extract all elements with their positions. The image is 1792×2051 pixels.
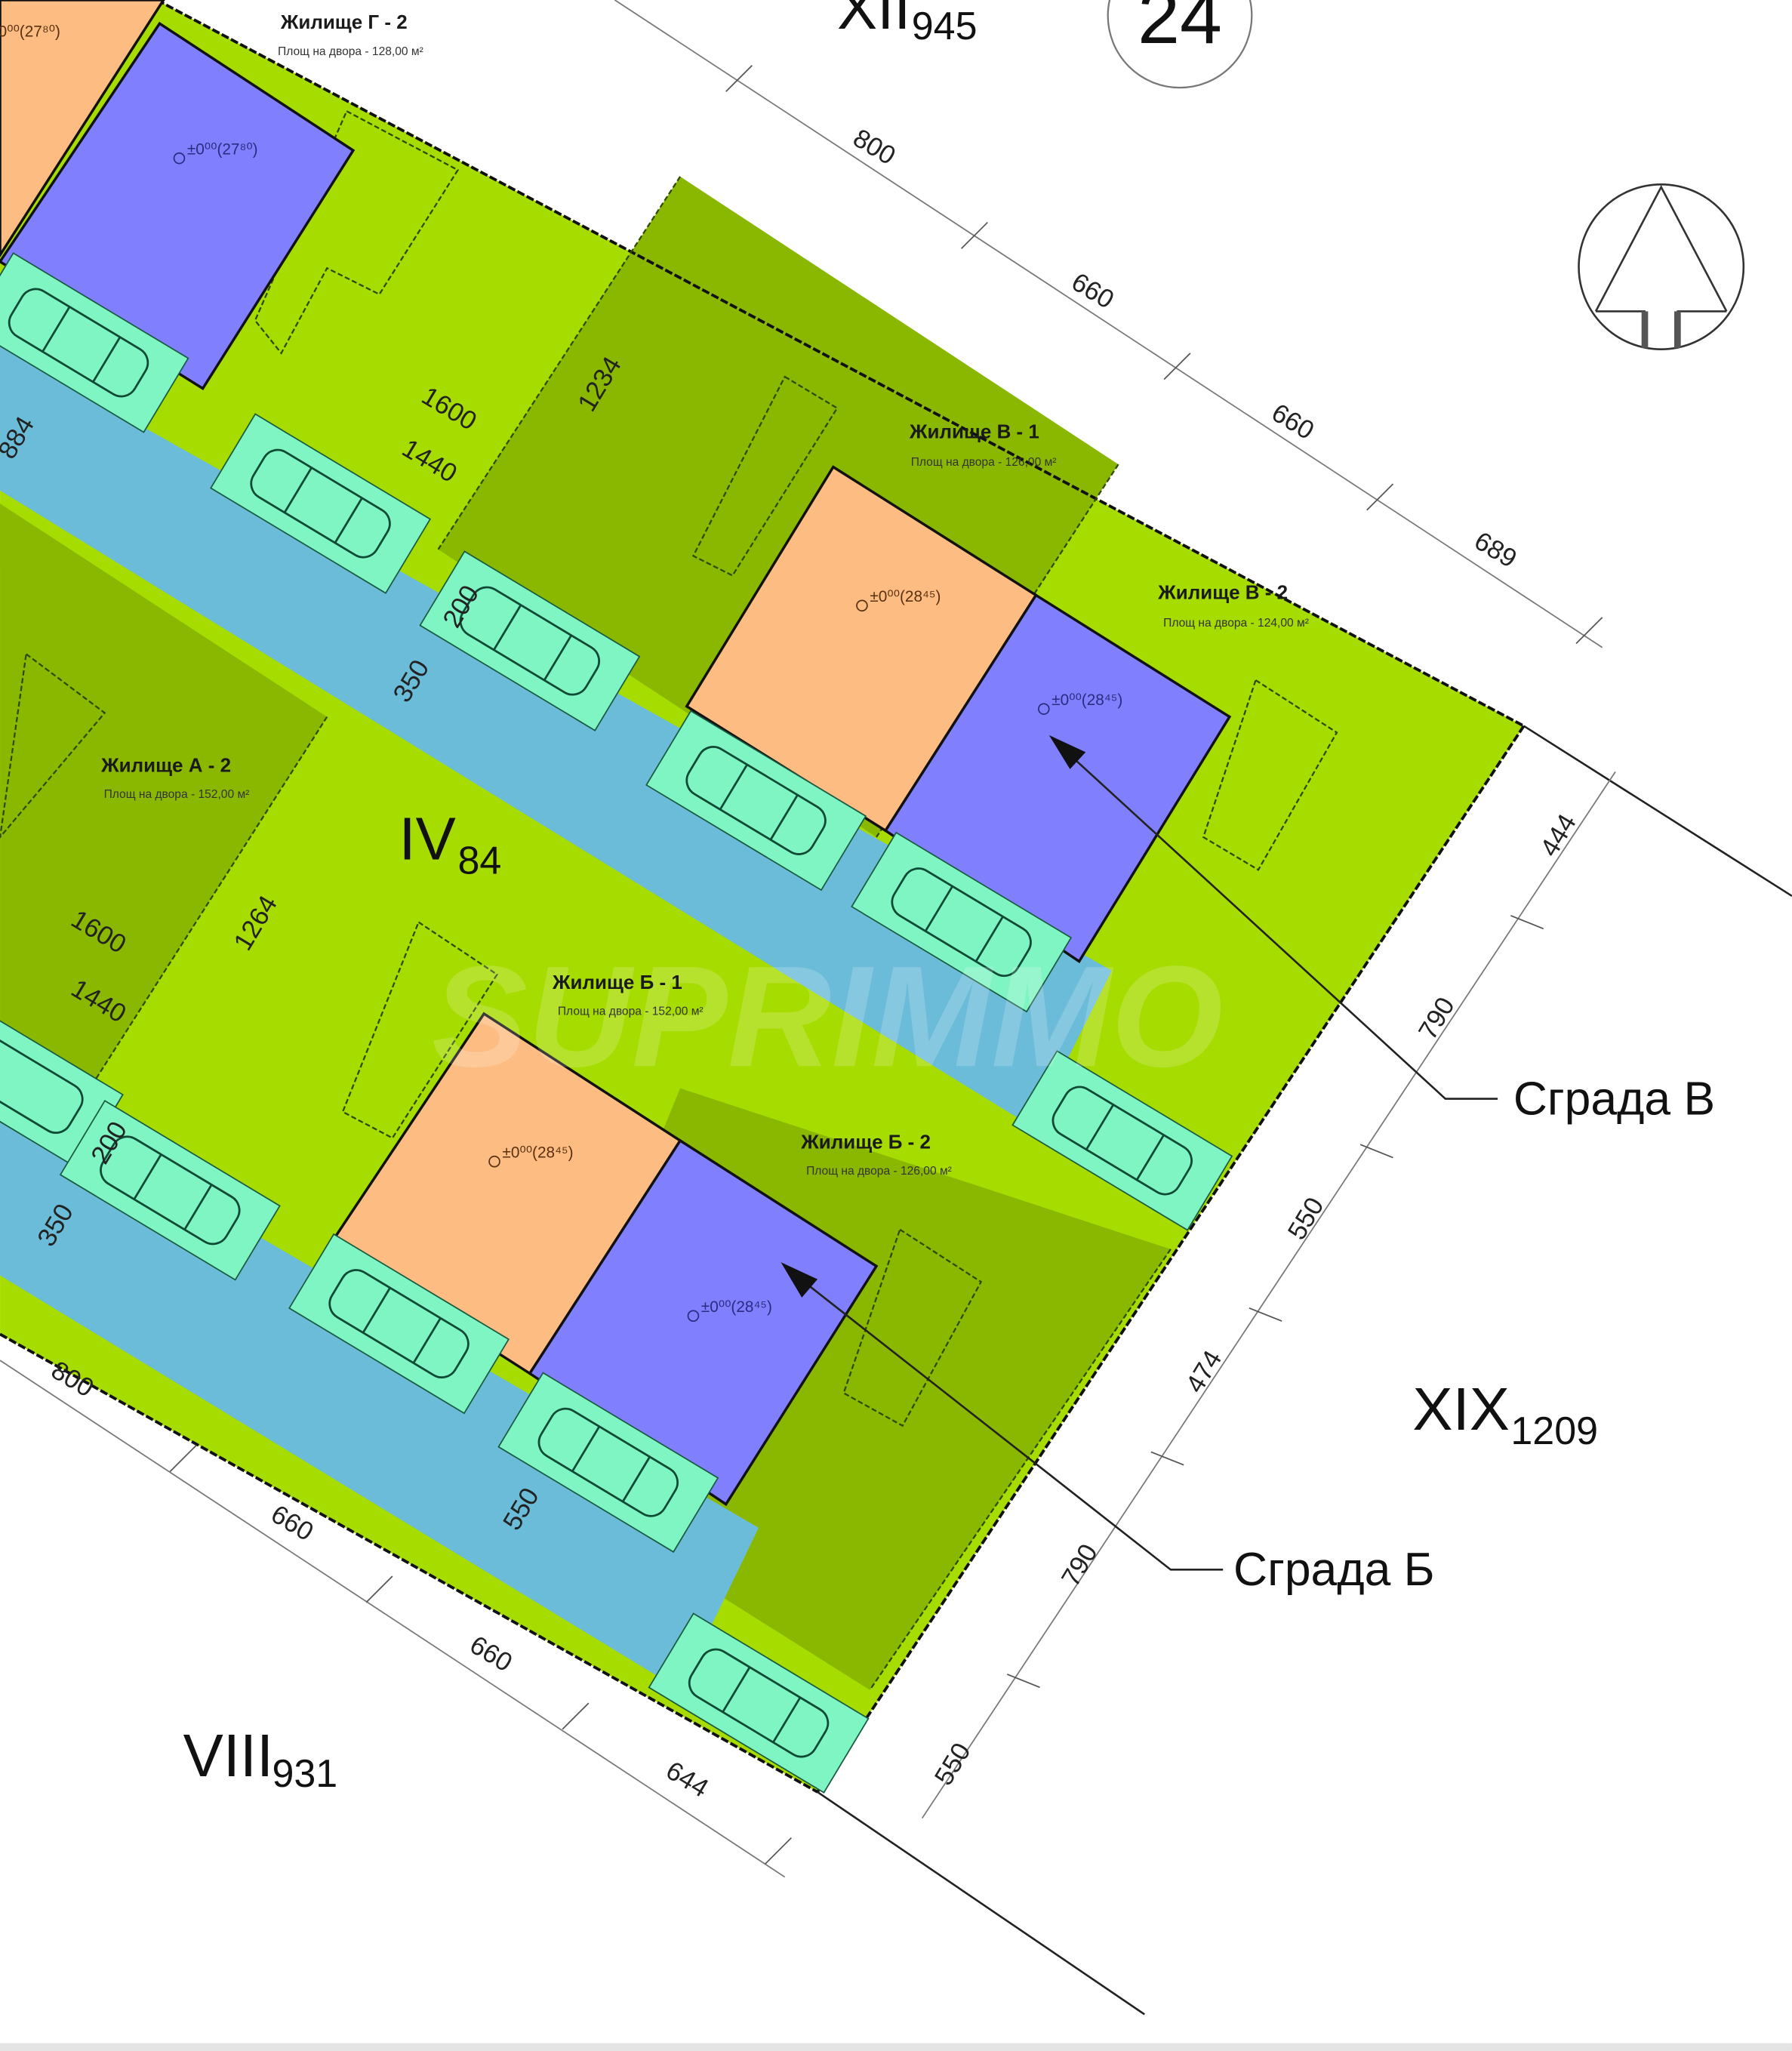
- arrowhead-icon: [781, 1262, 818, 1298]
- building-label-v: Сграда В: [1513, 1073, 1715, 1125]
- svg-text:XIX: XIX: [1412, 1375, 1509, 1443]
- building-g2-purple: [0, 21, 356, 391]
- svg-text:84: 84: [458, 839, 502, 882]
- elevation-mark: ±0⁰⁰(28⁴⁵): [856, 588, 941, 612]
- plot-divider: [91, 716, 328, 1086]
- svg-text:±0⁰⁰(28⁴⁵): ±0⁰⁰(28⁴⁵): [502, 1144, 573, 1162]
- svg-text:IV: IV: [399, 805, 456, 872]
- plot-label-iv: IV 84: [399, 805, 502, 882]
- house-label-g2: Жилище Г - 2: [280, 11, 408, 33]
- parking-spot: [210, 413, 432, 594]
- house-area-a2: Площ на двора - 152,00 м²: [104, 788, 250, 801]
- building-v2-purple: [883, 593, 1232, 964]
- house-label-b1: Жилище Б - 1: [552, 971, 682, 993]
- svg-text:±0⁰⁰(27⁸⁰): ±0⁰⁰(27⁸⁰): [187, 140, 258, 158]
- svg-text:24: 24: [1138, 0, 1222, 60]
- leader-line-b: [787, 1267, 1224, 1571]
- building-label-b: Сграда Б: [1233, 1544, 1435, 1596]
- leader-line-v: [1056, 742, 1498, 1100]
- parking-spot: [648, 1612, 870, 1794]
- svg-text:945: 945: [912, 5, 978, 48]
- plot-label-viii: VIII 931: [183, 1722, 338, 1796]
- plot-divider: [869, 1249, 1172, 1691]
- plot-a2-yard: [0, 504, 328, 1086]
- parking-spot: [59, 1100, 281, 1281]
- dimension-line-right: [921, 771, 1616, 1819]
- parking-spots: [0, 252, 1233, 1794]
- parking-spot: [419, 550, 641, 731]
- house-label-b2: Жилище Б - 2: [800, 1130, 931, 1153]
- svg-text:±0⁰⁰(28⁴⁵): ±0⁰⁰(28⁴⁵): [701, 1298, 772, 1316]
- svg-text:VIII: VIII: [183, 1722, 274, 1789]
- arrowhead-icon: [1048, 734, 1086, 769]
- parking-spot: [645, 710, 867, 892]
- house-area-b2: Площ на двора - 126,00 м²: [806, 1165, 952, 1178]
- dimension-line-bottom: [0, 1360, 786, 1878]
- yard-outline: [254, 109, 460, 355]
- elevation-mark: ±0⁰⁰(28⁴⁵): [488, 1144, 574, 1168]
- plot-label-xii: XII 945: [837, 0, 977, 48]
- parking-spot: [851, 831, 1073, 1013]
- elevation-mark: ±0⁰⁰(27⁸⁰): [173, 140, 258, 165]
- neighbor-boundary-right: [1523, 725, 1792, 898]
- svg-text:±0⁰⁰(28⁴⁵): ±0⁰⁰(28⁴⁵): [1051, 691, 1122, 709]
- block-number: 24: [1107, 0, 1253, 89]
- parking-spot: [288, 1233, 510, 1415]
- house-area-b1: Площ на двора - 152,00 м²: [558, 1005, 704, 1018]
- dimension-line-top: [614, 0, 1603, 648]
- house-label-a2: Жилище А - 2: [100, 753, 231, 776]
- svg-text:XII: XII: [837, 0, 910, 42]
- neighbor-boundary-bottom: [817, 1791, 1145, 2016]
- svg-text:1209: 1209: [1510, 1409, 1598, 1453]
- house-area-g2: Площ на двора - 128,00 м²: [278, 45, 423, 58]
- svg-text:931: 931: [272, 1752, 337, 1796]
- parking-spot: [497, 1372, 719, 1554]
- lot-boundary-right: [816, 725, 1526, 1793]
- plot-divider: [437, 176, 682, 550]
- elevation-mark: ±0⁰⁰(28⁴⁵): [1038, 691, 1122, 715]
- building-b2-purple: [528, 1138, 879, 1507]
- house-area-v2: Площ на двора - 124,00 м²: [1163, 617, 1309, 630]
- svg-text:±0⁰⁰(28⁴⁵): ±0⁰⁰(28⁴⁵): [870, 588, 941, 605]
- yard-outline: [0, 652, 106, 839]
- bottom-bar: [0, 2043, 1792, 2051]
- plot-label-xix: XIX 1209: [1412, 1375, 1598, 1453]
- house-label-v1: Жилище В - 1: [909, 420, 1039, 442]
- elevation-mark: ±0⁰⁰(28⁴⁵): [687, 1298, 772, 1322]
- yard-outline: [691, 375, 839, 577]
- lot-boundary-bottom: [0, 1332, 818, 1794]
- house-area-v1: Площ на двора - 126,00 м²: [911, 456, 1057, 469]
- lot-boundary-top: [156, 0, 1525, 728]
- road-upper: [0, 346, 1112, 1128]
- yard-outline: [842, 1228, 983, 1427]
- parking-spot: [1011, 1050, 1233, 1231]
- yard-outline: [341, 920, 499, 1139]
- watermark: SUPRIMMO: [432, 936, 1223, 1097]
- elevation-mark: ±0⁰⁰(27⁸⁰): [0, 23, 60, 41]
- house-label-v2: Жилище В - 2: [1157, 581, 1288, 604]
- yard-outline: [1202, 679, 1338, 871]
- building-g1-orange: [0, 0, 165, 258]
- north-arrow-icon: [1578, 183, 1745, 350]
- parking-spot: [0, 252, 189, 433]
- dimension-ticks: [169, 65, 1603, 1865]
